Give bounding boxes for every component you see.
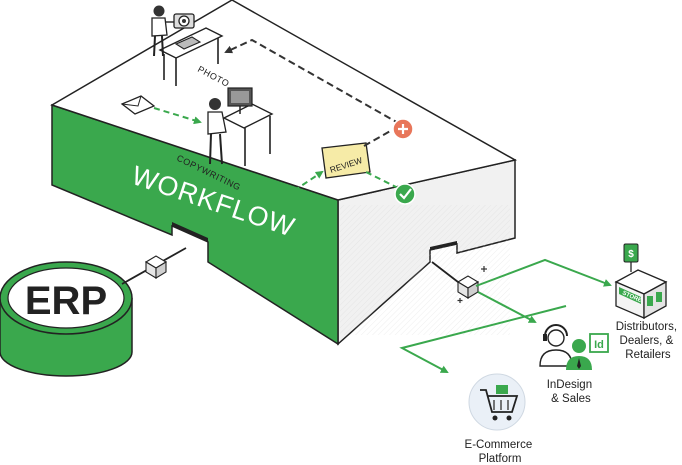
indesign-sales-label: InDesign & Sales xyxy=(547,379,596,405)
indesign-badge-icon: Id xyxy=(589,333,609,353)
erp-package-icon xyxy=(144,255,168,279)
arrow-copy-to-review xyxy=(257,170,324,194)
distributors-label: Distributors, Dealers, & Retailers xyxy=(616,321,681,361)
output-connector-line xyxy=(431,261,459,283)
arrow-review-to-reject xyxy=(363,129,393,147)
camera-icon xyxy=(165,13,195,29)
ecommerce-cart-icon xyxy=(468,373,526,431)
dollar-icon: $ xyxy=(628,249,634,260)
monitor-icon xyxy=(227,87,253,114)
approve-badge xyxy=(394,183,416,205)
envelope-icon xyxy=(120,95,156,115)
sparkle-icon xyxy=(457,266,487,303)
photographer-head xyxy=(153,5,165,17)
store-icon: STORE $ xyxy=(614,243,668,320)
arrow-to-ecommerce xyxy=(399,305,567,373)
platform-notch-left xyxy=(172,222,208,242)
sales-person-icon xyxy=(539,324,592,370)
ecommerce-label: E-Commerce Platform xyxy=(465,439,536,465)
arrow-review-to-approve xyxy=(365,171,399,189)
erp-label: ERP xyxy=(25,279,107,323)
review-note: REVIEW xyxy=(321,142,371,179)
indesign-badge-label: Id xyxy=(594,339,604,351)
photo-station: PHOTO xyxy=(151,5,231,89)
arrow-envelope-to-copy xyxy=(153,107,202,125)
reject-badge xyxy=(392,118,414,140)
platform-notch-right xyxy=(430,241,457,250)
arrow-reject-to-photo xyxy=(224,38,401,125)
platform-right-shading xyxy=(340,205,510,335)
arrow-to-distributors xyxy=(475,258,612,287)
erp-database: ERP xyxy=(0,261,133,377)
output-package-icon xyxy=(456,275,480,299)
copy-desk-top xyxy=(222,103,274,129)
copywriter-head xyxy=(209,98,221,110)
